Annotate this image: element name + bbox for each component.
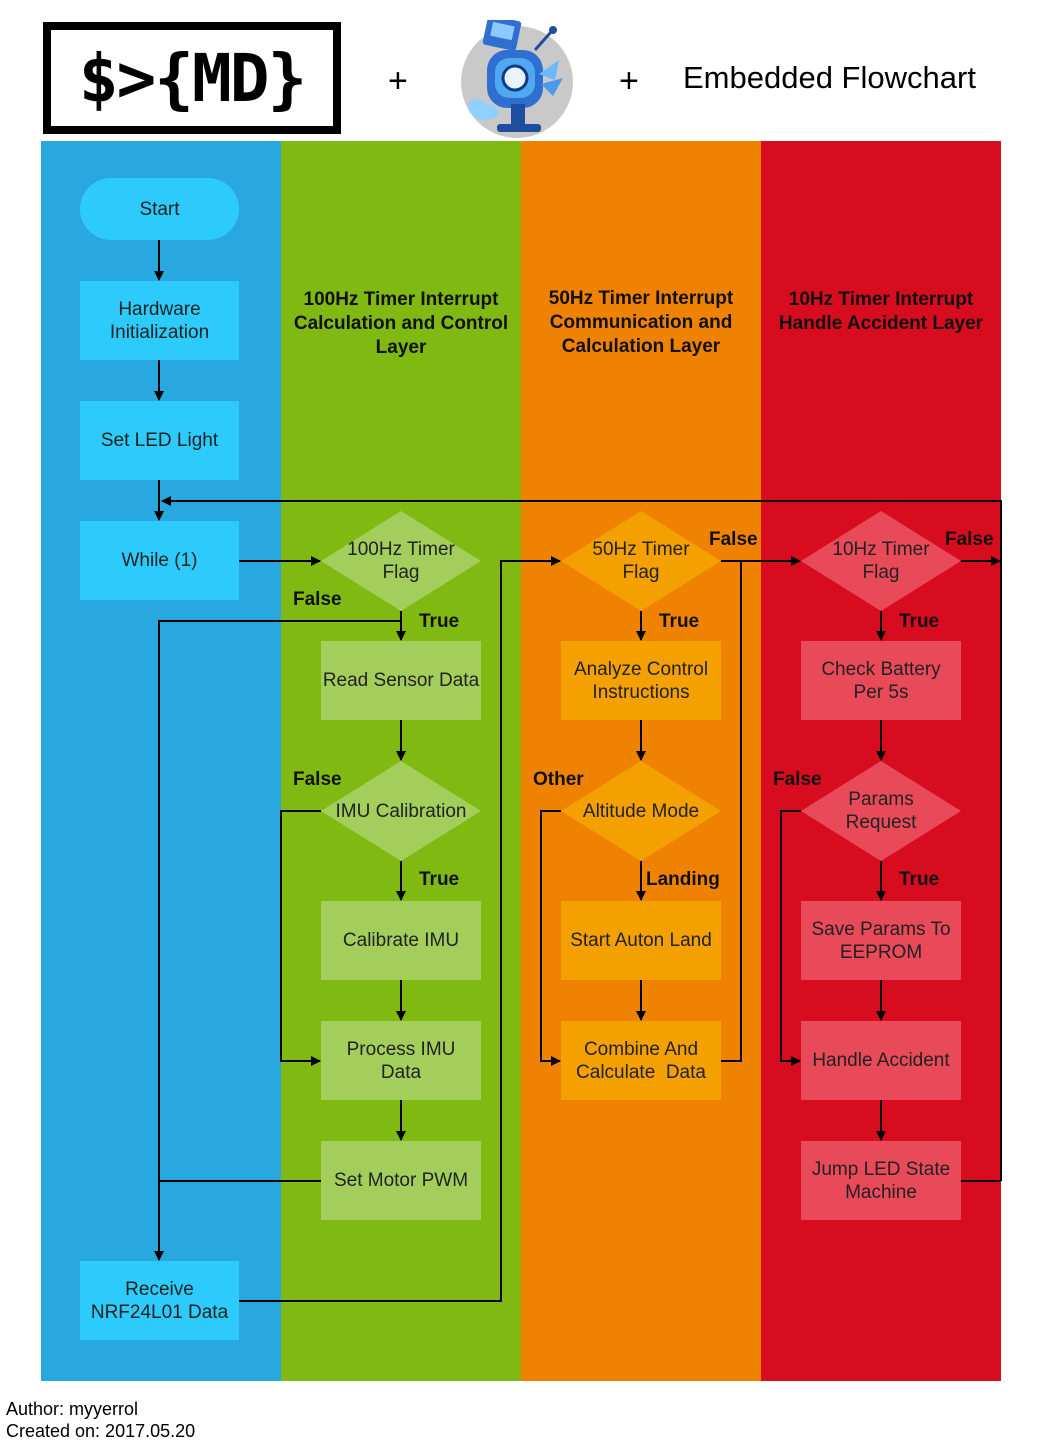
altitude-diamond xyxy=(561,761,721,861)
arrow-receive-flag50 xyxy=(239,556,561,1302)
label-true-flag100: True xyxy=(419,611,460,632)
label-true-params: True xyxy=(899,869,940,890)
process-imu-box xyxy=(321,1021,481,1100)
flag10-label: 10Hz Timer Flag xyxy=(801,511,961,611)
plus-sign-2: + xyxy=(619,62,639,100)
hardware-init-label: Hardware Initialization xyxy=(109,298,210,343)
params-diamond xyxy=(801,761,961,861)
label-true-flag50: True xyxy=(659,611,700,632)
flag10-text: 10Hz Timer Flag xyxy=(832,539,930,583)
while-box xyxy=(80,521,239,600)
handle-accident-box xyxy=(801,1021,961,1100)
read-sensor-label: Read Sensor Data xyxy=(322,670,480,691)
label-other: Other xyxy=(533,769,584,790)
imu-cal-label: IMU Calibration xyxy=(335,800,467,822)
flag100-text: 100Hz Timer Flag xyxy=(347,539,455,583)
md-logo-text: $>{MD} xyxy=(78,39,307,117)
label-landing: Landing xyxy=(646,869,720,890)
analyze-box xyxy=(561,641,721,720)
arrow-params-false xyxy=(780,810,801,1066)
label-true-imucal: True xyxy=(419,869,460,890)
page-title: Embedded Flowchart xyxy=(683,60,976,95)
receive-label: Receive NRF24L01 Data xyxy=(90,1278,229,1323)
while-label: While (1) xyxy=(121,550,198,571)
set-motor-label: Set Motor PWM xyxy=(333,1170,469,1191)
set-led-box xyxy=(80,401,239,480)
label-false-params: False xyxy=(773,769,822,790)
params-text: Params Request xyxy=(845,789,917,833)
flag100-label: 100Hz Timer Flag xyxy=(321,511,481,611)
auton-land-box xyxy=(561,901,721,980)
params-label: Params Request xyxy=(801,761,961,861)
arrow-flag100-false xyxy=(154,620,401,1261)
combine-box xyxy=(561,1021,721,1100)
created-date-text: Created on: 2017.05.20 xyxy=(6,1421,196,1441)
author-text: Author: myyerrol xyxy=(6,1399,139,1419)
imu-cal-diamond xyxy=(321,761,481,861)
arrow-loop-back xyxy=(161,496,1002,1181)
lane-10hz-header: 10Hz Timer Interrupt Handle Accident Lay… xyxy=(778,289,984,334)
start-label: Start xyxy=(139,198,180,220)
auton-land-label: Start Auton Land xyxy=(570,930,712,951)
calibrate-imu-label: Calibrate IMU xyxy=(342,930,460,951)
process-imu-label: Process IMU Data xyxy=(346,1038,456,1083)
flag100-diamond xyxy=(321,511,481,611)
plus-sign-1: + xyxy=(388,62,408,100)
flag50-diamond xyxy=(561,511,721,611)
lane-100hz-header: 100Hz Timer Interrupt Calculation and Co… xyxy=(293,289,509,358)
calibrate-imu-box xyxy=(321,901,481,980)
label-false-imucal: False xyxy=(293,769,342,790)
flag50-label: 50Hz Timer Flag xyxy=(561,511,721,611)
label-false-flag50: False xyxy=(709,529,758,550)
md-logo: $>{MD} xyxy=(43,22,341,134)
receive-box xyxy=(80,1261,239,1340)
jump-led-box xyxy=(801,1141,961,1220)
read-sensor-box xyxy=(321,641,481,720)
flag50-text: 50Hz Timer Flag xyxy=(592,539,690,583)
save-params-label: Save Params To EEPROM xyxy=(811,918,951,963)
save-params-box xyxy=(801,901,961,980)
set-motor-box xyxy=(321,1141,481,1220)
set-led-label: Set LED Light xyxy=(100,430,219,451)
robot-logo-icon xyxy=(455,15,577,138)
check-battery-label: Check Battery Per 5s xyxy=(821,658,941,703)
altitude-label: Altitude Mode xyxy=(582,800,700,822)
analyze-label: Analyze Control Instructions xyxy=(573,658,709,703)
combine-label: Combine And Calculate Data xyxy=(576,1038,706,1083)
label-false-flag10: False xyxy=(945,529,994,550)
handle-accident-label: Handle Accident xyxy=(812,1050,950,1071)
label-true-flag10: True xyxy=(899,611,940,632)
check-battery-box xyxy=(801,641,961,720)
hardware-init-box xyxy=(80,281,239,360)
lane-50hz-header: 50Hz Timer Interrupt Communication and C… xyxy=(548,288,734,357)
flag10-diamond xyxy=(801,511,961,611)
arrow-imucal-false xyxy=(280,810,321,1066)
label-false-flag100: False xyxy=(293,589,342,610)
arrow-altitude-other xyxy=(540,810,561,1066)
jump-led-label: Jump LED State Machine xyxy=(811,1158,951,1203)
start-terminator xyxy=(80,178,239,240)
arrow-combine-flag10 xyxy=(721,561,742,1062)
